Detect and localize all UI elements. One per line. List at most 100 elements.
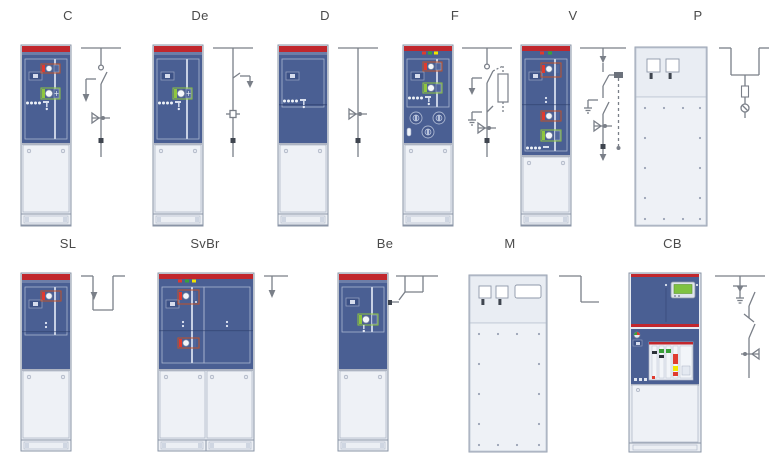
panel-drawing-f — [402, 44, 512, 227]
display-window-m — [514, 284, 542, 299]
schematic-p — [719, 47, 769, 118]
panel-drawing-v — [520, 44, 626, 227]
relay-module-cb — [632, 331, 643, 347]
plinth-c — [20, 213, 72, 226]
cabinet-front-d — [277, 44, 329, 227]
fuse-symbol-de — [226, 109, 240, 119]
panel-label-c: C — [63, 8, 73, 23]
plinth-v — [520, 213, 572, 226]
fuse-vt-p — [740, 85, 750, 118]
fuse-block-f — [492, 65, 509, 112]
panel-drawing-svbr — [157, 272, 288, 452]
led-row-d — [283, 99, 306, 109]
panel-cell-sl: SL — [8, 236, 128, 461]
earthing-switch-v — [584, 99, 598, 114]
cabinet-front-de — [152, 44, 204, 227]
schematic-m — [559, 275, 599, 303]
panel-cell-svbr: SvBr — [150, 236, 290, 461]
orange-highlight-box-f — [422, 61, 443, 72]
orange-highlight-box-c — [40, 63, 61, 74]
panel-label-sl: SL — [59, 236, 77, 251]
green-control-module-v — [540, 129, 562, 142]
plinth-svbr — [157, 439, 255, 452]
led-row-f — [408, 96, 431, 106]
panel-label-d: D — [320, 8, 330, 23]
panel-drawing-be — [337, 272, 438, 452]
panel-drawing-de — [152, 44, 254, 227]
plinth-d — [277, 213, 329, 226]
schematic-c — [81, 47, 121, 157]
panel-cell-d: D — [265, 8, 385, 233]
orange-highlight-box-sl — [40, 290, 62, 302]
panel-cell-v: V — [508, 8, 638, 233]
door-screws-p — [643, 106, 702, 221]
cable-termination-cb — [741, 347, 760, 361]
orange-highlight-box-v-upper — [540, 62, 562, 78]
schematic-be — [388, 275, 438, 305]
breaker-stack-cb — [648, 341, 694, 381]
cabinet-front-svbr — [157, 272, 255, 452]
panel-cell-c: C — [8, 8, 128, 233]
cabinet-front-m — [468, 274, 548, 453]
panel-label-m: M — [504, 236, 516, 251]
panel-drawing-m — [468, 274, 599, 453]
schematic-v — [580, 47, 626, 161]
panel-label-v: V — [568, 8, 578, 23]
panel-label-de: De — [191, 8, 209, 23]
cable-termination-c — [91, 111, 110, 125]
led-row-c — [26, 101, 49, 111]
panel-cell-f: F — [390, 8, 520, 233]
cable-termination-f — [477, 121, 496, 135]
schematic-sl — [81, 275, 125, 311]
door-screws-m — [477, 332, 541, 447]
orange-highlight-box-svbr-lower — [177, 337, 200, 349]
plinth-cb — [628, 442, 702, 453]
earthing-switch-f-upper — [468, 77, 482, 95]
schematic-de — [213, 47, 254, 157]
led-row-v — [526, 146, 549, 150]
panel-drawing-c — [20, 44, 121, 227]
panel-cell-be: Be — [325, 236, 445, 461]
cabinet-front-cb — [628, 272, 702, 453]
panel-drawing-p — [634, 46, 769, 227]
plinth-be — [337, 439, 389, 452]
earthing-point-be — [388, 291, 406, 305]
plinth-sl — [20, 439, 72, 452]
plinth-de — [152, 213, 204, 226]
panel-drawing-cb — [628, 272, 765, 453]
cable-termination-d — [348, 107, 367, 121]
led-row-cb — [634, 378, 647, 381]
indicator-squares-m — [478, 285, 509, 305]
led-row-de — [158, 101, 181, 111]
display-unit-cb — [670, 281, 696, 299]
panel-cell-de: De — [140, 8, 260, 233]
cabinet-front-v — [520, 44, 572, 227]
cabinet-front-p — [634, 46, 708, 227]
panel-drawing-d — [277, 44, 378, 227]
schematic-cb — [715, 275, 765, 378]
panel-label-f: F — [450, 8, 460, 23]
cabinet-front-be — [337, 272, 389, 452]
green-control-module-f — [422, 82, 443, 94]
cabinet-front-f — [402, 44, 454, 227]
panel-cell-m: M — [455, 236, 601, 461]
green-control-module-be — [357, 313, 379, 326]
contact-pair-v — [609, 72, 623, 146]
schematic-svbr — [264, 275, 288, 298]
indicator-squares-p — [646, 58, 680, 79]
orange-highlight-box-v-lower — [540, 110, 562, 122]
earthing-switch-f-lower — [468, 105, 494, 126]
panel-drawing-sl — [20, 272, 125, 452]
cabinet-front-sl — [20, 272, 72, 452]
orange-highlight-box-svbr-upper — [177, 289, 200, 305]
green-control-module-c — [40, 87, 61, 100]
cabinet-front-c — [20, 44, 72, 227]
schematic-d — [338, 47, 378, 157]
panel-cell-cb: CB — [615, 236, 771, 461]
schematic-f — [462, 47, 512, 157]
panel-label-p: P — [693, 8, 703, 23]
earthing-switch-c — [82, 78, 96, 102]
earthing-switch-de — [232, 72, 254, 88]
earthing-switch-cb — [736, 286, 744, 304]
